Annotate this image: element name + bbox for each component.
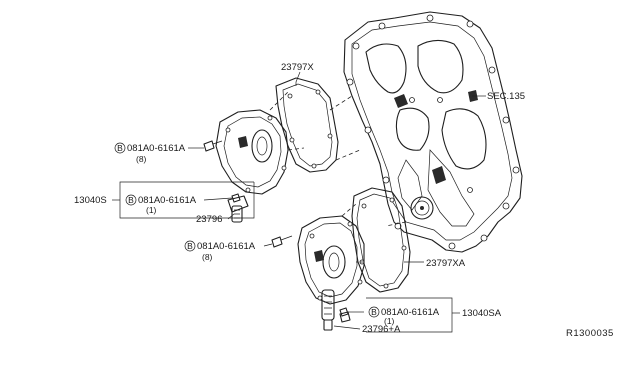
label-bolt-lower-qty: (1)	[384, 316, 395, 326]
label-bolt-left-qty: (1)	[146, 205, 157, 215]
diagram-ref-number: R1300035	[566, 328, 614, 339]
label-13040s: 13040S	[74, 195, 107, 206]
label-23797x: 23797X	[281, 62, 314, 73]
svg-text:B: B	[371, 307, 377, 317]
bolt-lower	[339, 307, 349, 317]
label-13040sa: 13040SA	[462, 308, 502, 319]
label-bolt-upper: 081A0-6161A	[127, 143, 186, 154]
bolt-mid	[271, 235, 293, 248]
label-bolt-mid-qty: (8)	[202, 252, 213, 262]
align-line-1	[269, 91, 289, 111]
cover-upper	[215, 109, 289, 195]
cover-lower	[297, 215, 365, 305]
align-line-4	[335, 149, 361, 161]
label-23797xa: 23797XA	[426, 258, 466, 269]
bolt-left	[231, 193, 241, 203]
align-line-3	[329, 95, 353, 111]
leader-23797x	[295, 71, 301, 86]
label-bolt-left: 081A0-6161A	[138, 195, 197, 206]
bracket-13040sa	[366, 297, 453, 333]
label-bolt-upper-qty: (8)	[136, 154, 147, 164]
front-cover-main	[343, 11, 523, 253]
svg-text:B: B	[187, 241, 193, 251]
label-23796a: 23796+A	[362, 324, 401, 335]
svg-text:B: B	[128, 195, 134, 205]
label-bolt-lower: 081A0-6161A	[381, 307, 440, 318]
circle-b-lower: B	[368, 306, 380, 318]
label-sec135: SEC.135	[487, 91, 525, 102]
bracket-13040s	[119, 181, 255, 219]
circle-b-mid: B	[184, 240, 196, 252]
svg-text:B: B	[117, 143, 123, 153]
circle-b-upper: B	[114, 142, 126, 154]
label-bolt-mid: 081A0-6161A	[197, 241, 256, 252]
gasket-lower	[351, 187, 411, 293]
leader-23796a	[333, 325, 361, 330]
align-line-5	[341, 203, 357, 217]
sensor-lower	[321, 289, 351, 331]
align-line-2	[287, 147, 305, 151]
gasket-upper	[275, 77, 339, 173]
circle-b-left: B	[125, 194, 137, 206]
label-23796: 23796	[196, 214, 222, 225]
align-line-7	[385, 221, 407, 227]
bolt-upper	[203, 140, 223, 152]
leader-bolt-left	[203, 197, 233, 201]
leader-bolt-mid	[263, 243, 273, 247]
